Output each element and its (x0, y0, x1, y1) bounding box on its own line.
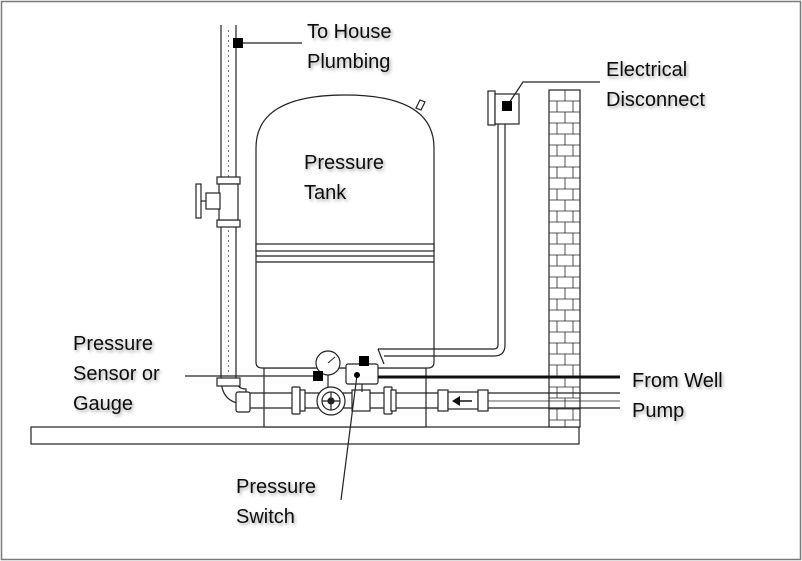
label-sensor-line1: Pressure (73, 333, 153, 355)
label-to-house-line2: Plumbing (307, 51, 390, 73)
label-tank-line1: Pressure (304, 152, 384, 174)
gauge-needle (327, 356, 336, 364)
electrical-disconnect-box (377, 90, 520, 365)
label-electrical-line2: Disconnect (606, 89, 705, 111)
well-supply-pipe (250, 392, 620, 409)
label-sensor-line3: Gauge (73, 393, 133, 415)
label-well-line2: Pump (632, 400, 684, 422)
label-switch-line1: Pressure (236, 476, 316, 498)
label-well-line1: From Well (632, 370, 723, 392)
label-sensor-line2: Sensor or (73, 363, 160, 385)
pipe-fittings (291, 386, 397, 415)
leader-pressure-switch (340, 374, 358, 501)
floor-slab (30, 426, 580, 445)
marker-house-plumbing (233, 38, 243, 48)
label-switch-line2: Switch (236, 506, 295, 528)
label-electrical-line1: Electrical (606, 59, 687, 81)
shutoff-valve (195, 176, 241, 228)
label-tank-line2: Tank (304, 182, 347, 204)
flow-arrow-icon (452, 396, 472, 406)
marker-switch-point (354, 372, 360, 378)
marker-pressure-switch (359, 356, 369, 366)
brick-wall (548, 89, 581, 428)
house-supply-pipe (216, 25, 251, 413)
tank-tee-fitting (316, 386, 346, 416)
leader-electrical-disconnect (506, 81, 600, 107)
marker-electrical-disconnect (502, 101, 512, 111)
label-to-house-line1: To House (307, 21, 392, 43)
marker-pressure-sensor (313, 371, 323, 381)
pressure-tank (255, 94, 435, 369)
